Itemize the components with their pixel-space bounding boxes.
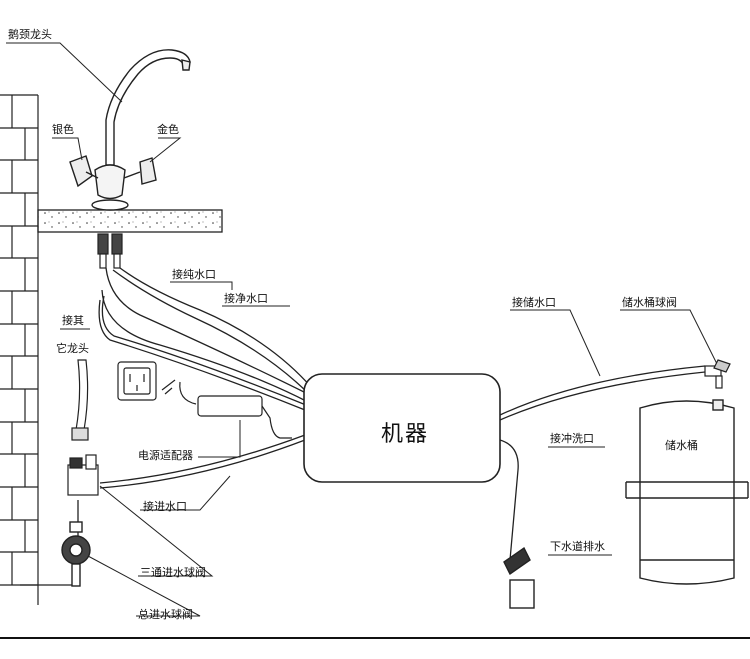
brick-wall	[0, 94, 39, 605]
drain	[503, 546, 535, 609]
drain-label: 下水道排水	[550, 540, 605, 553]
three-way-valve-label: 三通进水球阀	[140, 566, 206, 579]
leader-lines	[6, 42, 721, 617]
countertop	[37, 209, 223, 233]
machine	[303, 373, 501, 483]
machine-label: 机器	[381, 422, 430, 447]
inlet-port-label: 接进水口	[143, 500, 187, 513]
pure-water-port-label: 接纯水口	[172, 268, 216, 281]
tank-label: 储水桶	[665, 439, 698, 452]
gold-handle-label: 金色	[157, 123, 179, 136]
power-socket	[117, 361, 157, 401]
tank-valve-label: 储水桶球阀	[622, 296, 677, 309]
power-adapter	[161, 379, 292, 439]
main-valve-label: 总进水球阀	[138, 608, 193, 621]
other-tap-label-2: 它龙头	[56, 342, 89, 355]
clean-water-port-label: 接净水口	[224, 292, 268, 305]
flush-port-label: 接冲洗口	[550, 432, 594, 445]
power-adapter-label: 电源适配器	[138, 449, 193, 462]
other-tap-hose	[71, 359, 89, 441]
faucet-label: 鹅颈龙头	[8, 28, 52, 41]
under-counter-fittings	[97, 233, 123, 269]
storage-tank	[625, 399, 749, 585]
storage-port-label: 接储水口	[512, 296, 556, 309]
gooseneck-faucet	[69, 49, 191, 211]
tank-valve	[704, 359, 731, 389]
other-tap-label-1: 接其	[62, 314, 84, 327]
three-way-valve	[67, 454, 99, 496]
main-valve	[61, 521, 91, 587]
silver-handle-label: 银色	[52, 123, 74, 136]
